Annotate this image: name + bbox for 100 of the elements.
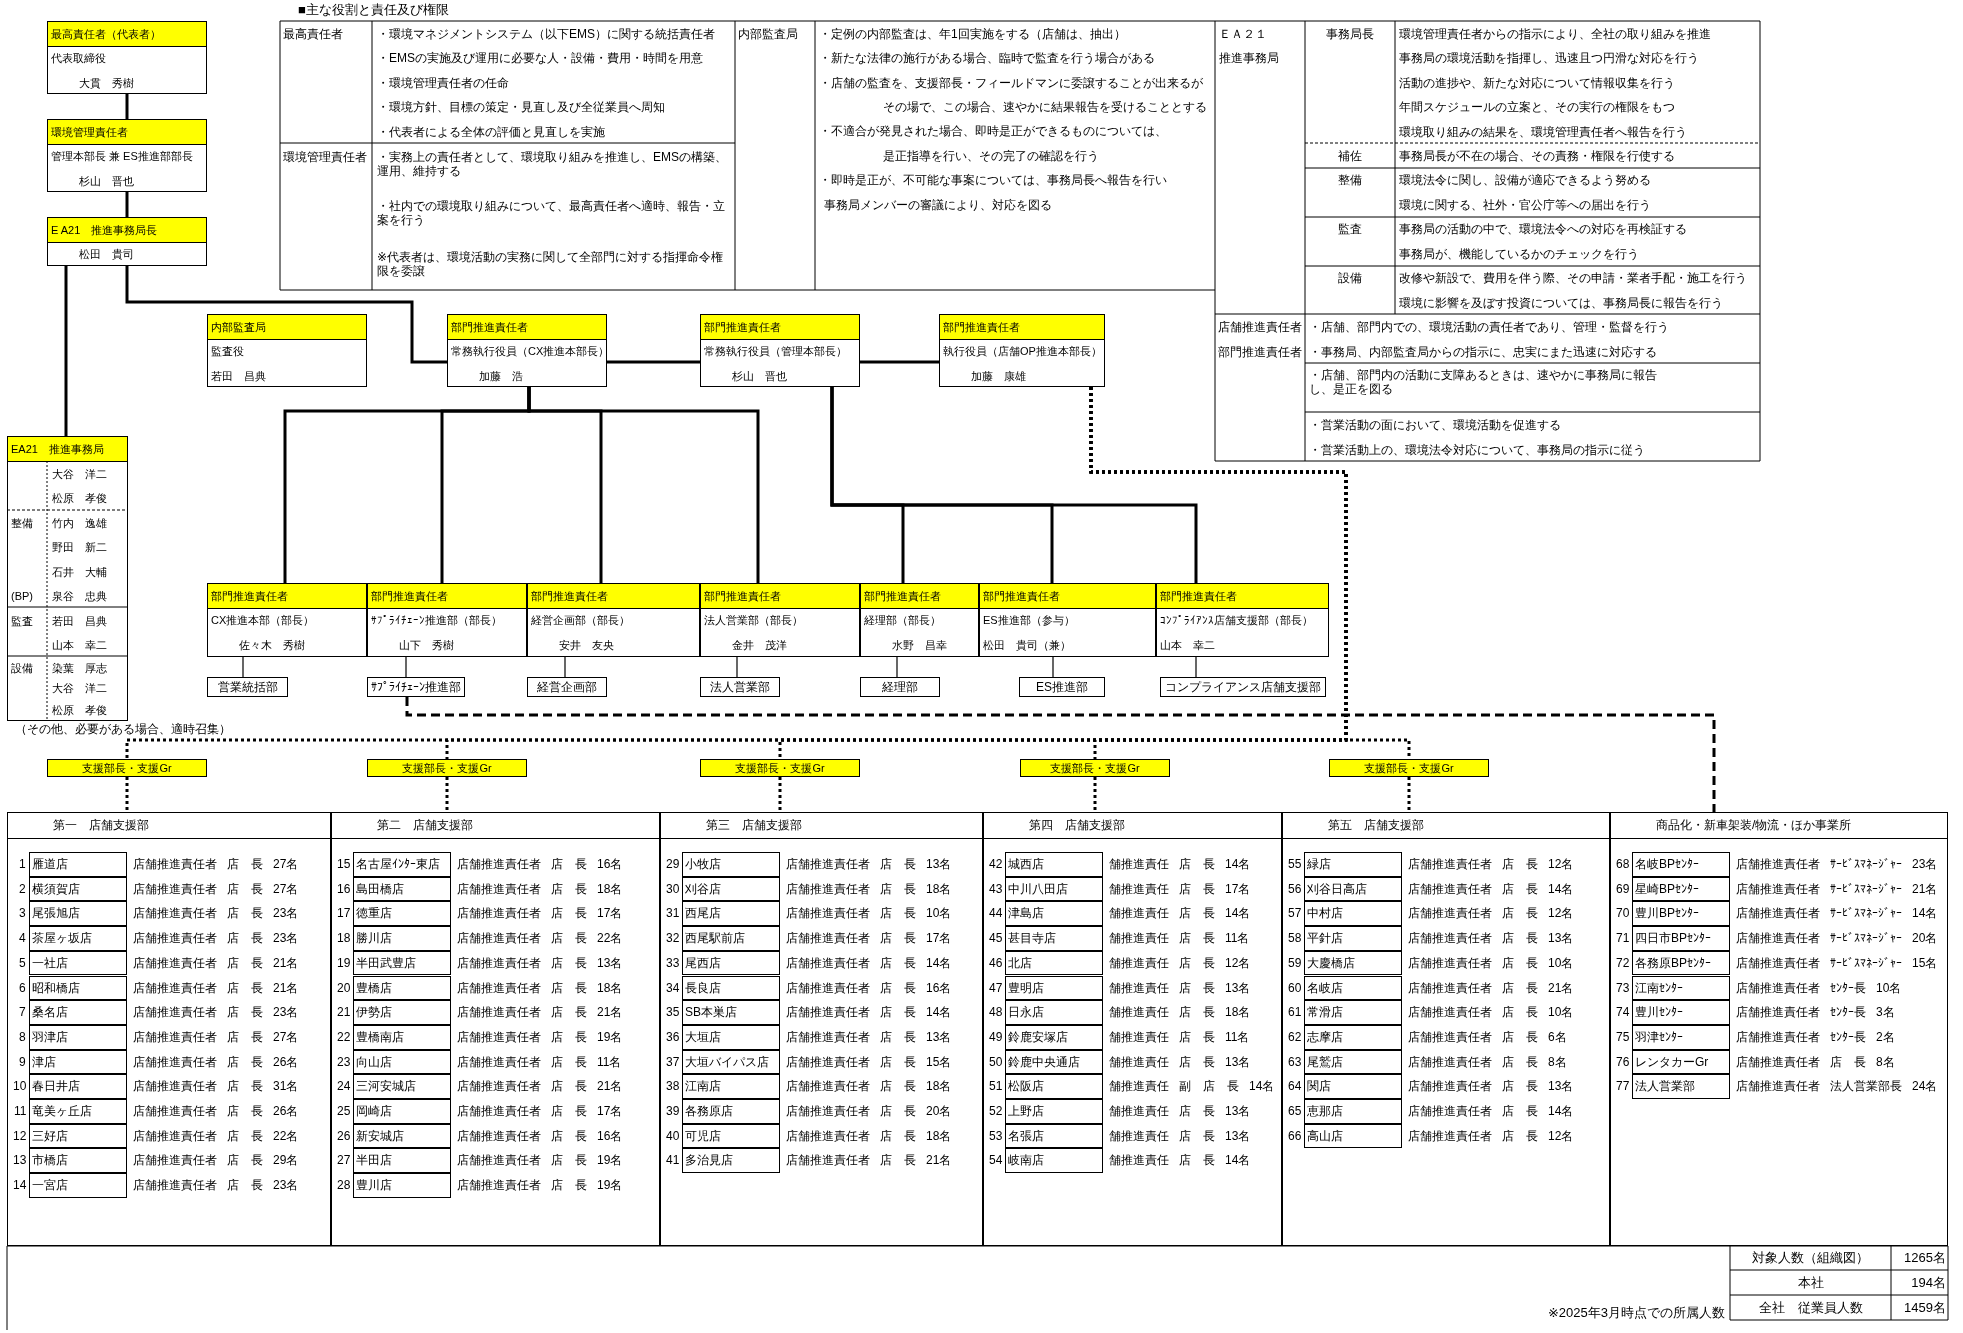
group-label: 支援部長・支援Gr	[1050, 760, 1140, 776]
job-title: 店 長	[227, 1153, 263, 1168]
role-text: 舗推進責任	[1109, 931, 1169, 946]
staff-count: 17名	[597, 1104, 623, 1118]
job-title: ｾﾝﾀｰ長	[1830, 1005, 1866, 1020]
role-header: 最高責任者（代表者）	[48, 22, 206, 47]
role-text: 店舗推進責任者	[457, 1005, 541, 1020]
panel-heading: 第三 店舗支援部	[661, 813, 982, 839]
role-text: 舗推進責任	[1109, 857, 1169, 871]
staff-count: 17名	[926, 931, 952, 946]
store-number: 38	[666, 1079, 680, 1094]
job-title: 店 長	[1179, 1153, 1215, 1168]
role-text: 店舗推進責任者	[133, 1128, 217, 1143]
store-number: 35	[666, 1005, 680, 1020]
role-text: 店舗推進責任者	[457, 1153, 541, 1168]
store-name: 平針店	[1307, 931, 1343, 946]
store-name: 一宮店	[32, 1178, 68, 1193]
store-name: 甚目寺店	[1008, 931, 1056, 946]
store-box	[682, 975, 780, 1001]
connector-line	[125, 777, 129, 812]
row-heading: 内部監査局	[738, 27, 799, 41]
connector-line	[527, 387, 760, 583]
role-text: 店舗推進責任者	[786, 1029, 870, 1044]
person-name: 松原 孝俊	[52, 491, 107, 505]
job-title: 店 長	[551, 955, 587, 970]
store-number: 63	[1288, 1054, 1302, 1069]
store-number: 57	[1288, 906, 1302, 921]
store-box	[1632, 1074, 1730, 1099]
staff-count: 18名	[926, 881, 952, 896]
store-name: 横須賀店	[32, 881, 80, 896]
table-text: 環境管理責任者からの指示により、全社の取り組みを推進	[1399, 27, 1712, 41]
staff-count: 11名	[1225, 1029, 1250, 1044]
table-cell-text: 1265名	[1903, 1250, 1946, 1266]
table-cell-text: 本社	[1796, 1275, 1825, 1291]
staff-count: 26名	[273, 1104, 299, 1118]
job-title: ｾﾝﾀｰ長	[1830, 1029, 1866, 1044]
org-box	[47, 119, 207, 192]
role-text: 店舗推進責任者	[133, 931, 217, 946]
job-title: ｻｰﾋﾞｽﾏﾈｰｼﾞｬｰ	[1830, 931, 1902, 946]
table-text: 事務局が、機能しているかのチェックを行う	[1399, 247, 1640, 261]
org-box	[860, 583, 979, 657]
staff-count: 14名	[1225, 1153, 1251, 1168]
role-text: 店舗推進責任者	[1408, 931, 1492, 946]
person-name: 染葉 厚志	[52, 661, 107, 675]
store-box	[682, 852, 780, 877]
store-name: 伊勢店	[356, 1005, 392, 1020]
store-box	[353, 1123, 451, 1149]
job-title: 店 長	[551, 857, 587, 871]
table-text: ・環境管理責任者の任命	[377, 75, 510, 90]
staff-count: 12名	[1548, 906, 1574, 921]
store-box	[1304, 1099, 1402, 1124]
job-title: 店 長	[1502, 1128, 1538, 1143]
job-title: 店 長	[227, 1054, 263, 1069]
staff-count: 17名	[597, 906, 623, 921]
role-header: 部門推進責任者	[861, 584, 978, 609]
role-text: 店舗推進責任者	[1736, 1029, 1820, 1044]
table-text: 事務局の活動の中で、環境法令への対応を再検証する	[1399, 222, 1688, 236]
role-text: 店舗推進責任者	[457, 955, 541, 970]
staff-count: 11名	[1225, 931, 1250, 946]
store-name: 恵那店	[1307, 1104, 1343, 1118]
job-title: 店 長	[1179, 881, 1215, 896]
staff-count: 26名	[273, 1054, 299, 1069]
store-box	[1005, 876, 1103, 902]
store-number: 6	[19, 980, 26, 995]
role-text: 店舗推進責任者	[457, 1079, 541, 1094]
connector-line	[405, 697, 1716, 812]
store-box	[682, 1099, 780, 1124]
department-name: ｻﾌﾟﾗｲﾁｪｰﾝ推進部	[371, 678, 461, 696]
store-box	[1304, 1024, 1402, 1050]
role-text: 店舗推進責任者	[457, 1104, 541, 1118]
store-number: 8	[19, 1029, 26, 1044]
store-box	[353, 852, 451, 877]
store-number: 4	[19, 931, 26, 946]
staff-count: 21名	[273, 980, 299, 995]
org-box	[527, 583, 700, 657]
person-name: 松原 孝俊	[52, 703, 107, 717]
connector-line	[125, 266, 447, 364]
person-name: 野田 新二	[52, 540, 107, 554]
role-text: 店舗推進責任者	[1736, 857, 1820, 871]
role-text: 店舗推進責任者	[133, 857, 217, 871]
org-box	[47, 217, 207, 266]
store-name: 城西店	[1008, 857, 1044, 871]
table-text: 事務局メンバーの審議により、対応を図る	[824, 198, 1053, 212]
staff-count: 27名	[273, 881, 299, 896]
job-title: 常務執行役員（管理本部長）	[704, 344, 847, 358]
person-name: 山本 幸二	[1160, 637, 1215, 652]
role-text: 舗推進責任	[1109, 1005, 1169, 1020]
group-label: 支援部長・支援Gr	[402, 760, 492, 776]
org-box	[979, 583, 1156, 657]
store-name: 岡崎店	[356, 1104, 392, 1118]
store-name: 昭和橋店	[32, 980, 80, 995]
store-name: 羽津ｾﾝﾀｰ	[1635, 1029, 1683, 1044]
store-box	[1304, 901, 1402, 927]
person-name: 若田 昌典	[211, 368, 266, 383]
note: （その他、必要がある場合、適時召集）	[15, 722, 231, 736]
store-number: 37	[666, 1054, 680, 1069]
job-title: 店 長	[880, 1128, 916, 1143]
store-box	[1632, 975, 1730, 1001]
job-title: 店 長	[1502, 980, 1538, 995]
store-box	[1632, 1000, 1730, 1025]
